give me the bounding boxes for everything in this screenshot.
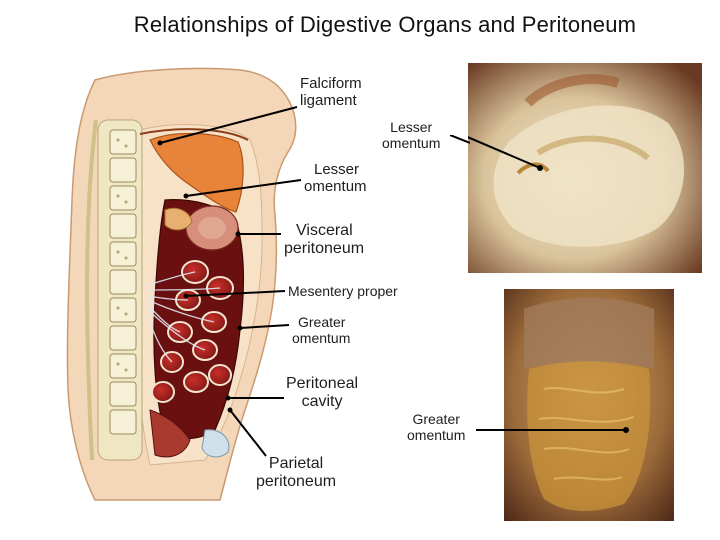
lesser-omentum-photo — [468, 63, 702, 273]
label-mesentery-proper: Mesentery proper — [288, 283, 398, 299]
page-title: Relationships of Digestive Organs and Pe… — [133, 12, 637, 37]
greater-omentum-photo — [504, 289, 674, 521]
vertebral-column — [85, 119, 143, 461]
bladder — [201, 429, 230, 458]
label-greater-omentum-diagram: Greater omentum — [292, 314, 351, 346]
label-falciform-ligament: Falciform ligament — [300, 75, 362, 109]
greater-omentum-photo-leader — [476, 429, 506, 431]
label-greater-omentum-photo: Greater omentum — [407, 411, 466, 443]
leader-lines — [159, 106, 302, 457]
label-peritoneal-cavity: Peritoneal cavity — [286, 375, 359, 410]
label-lesser-omentum-diagram: Lesser omentum — [304, 161, 367, 195]
liver — [149, 132, 244, 213]
label-parietal-peritoneum: Parietal peritoneum — [256, 455, 337, 490]
lesser-omentum-photo-leader — [450, 135, 470, 144]
label-lesser-omentum-photo: Lesser omentum — [382, 119, 441, 151]
label-visceral-peritoneum: Visceral peritoneum — [284, 222, 365, 257]
